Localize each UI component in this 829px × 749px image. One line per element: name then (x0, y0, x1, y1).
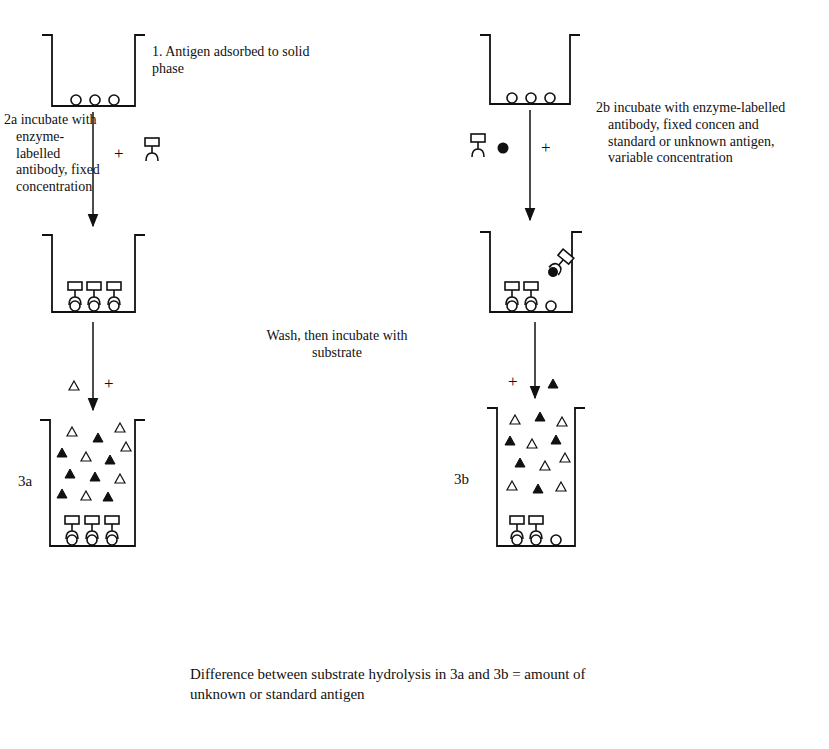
wells (40, 35, 585, 546)
substrate (57, 379, 570, 501)
plus-sign: + (541, 138, 561, 158)
antigens (67, 93, 561, 545)
labelled-antibodies (65, 134, 574, 539)
plus-sign: + (104, 374, 124, 394)
step-label: 2a incubate with enzyme-labelled antibod… (4, 112, 100, 196)
caption: Difference between substrate hydrolysis … (190, 664, 610, 705)
well-label: 3b (454, 470, 482, 488)
step-label: 1. Antigen adsorbed to solid phase (152, 44, 312, 78)
well (42, 35, 145, 106)
well (480, 232, 582, 312)
step-label: Wash, then incubate with substrate (262, 328, 412, 362)
well (487, 408, 585, 546)
well (42, 235, 145, 312)
plus-sign: + (508, 372, 528, 392)
well-label: 3a (18, 472, 46, 490)
well (40, 420, 145, 546)
well (480, 35, 580, 104)
step-label: 2b incubate with enzyme-labelled antibod… (596, 100, 808, 167)
arrows (93, 110, 535, 410)
plus-sign: + (114, 144, 134, 164)
